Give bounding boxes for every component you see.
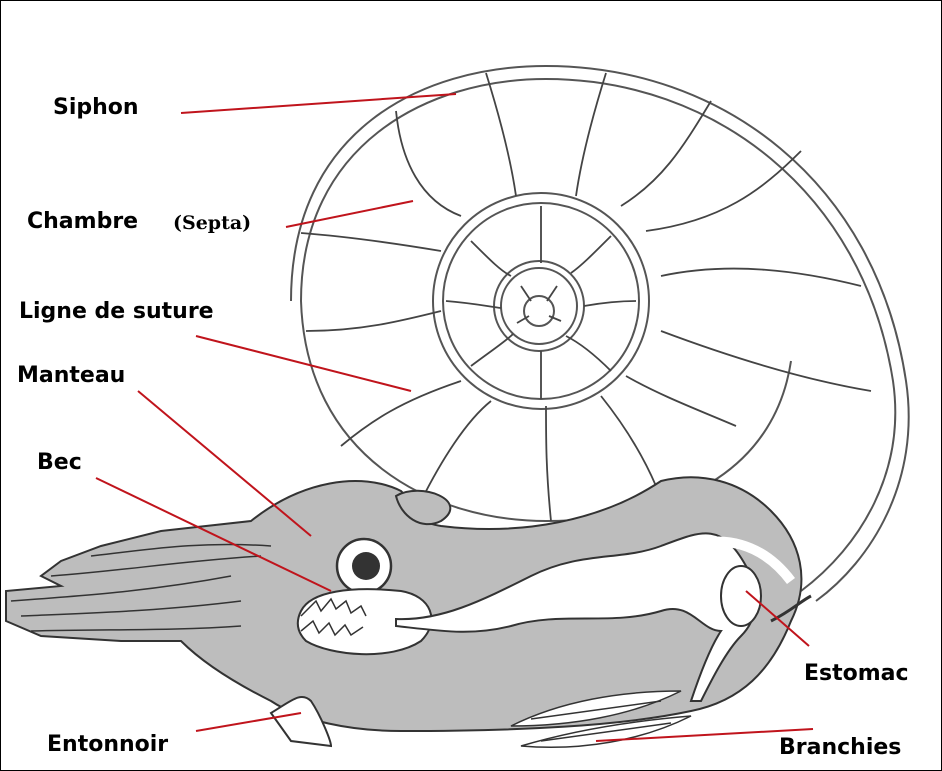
leader-manteau — [138, 391, 311, 536]
label-entonnoir: Entonnoir — [47, 732, 168, 757]
whorl-core — [524, 296, 554, 326]
label-siphon: Siphon — [53, 95, 139, 120]
label-branchies: Branchies — [779, 735, 901, 760]
label-suture: Ligne de suture — [19, 299, 214, 324]
leader-siphon — [181, 94, 456, 113]
label-estomac: Estomac — [804, 661, 909, 686]
animal-body — [6, 477, 811, 747]
label-septa: (Septa) — [173, 212, 251, 234]
label-bec: Bec — [37, 450, 82, 475]
pupil — [352, 552, 380, 580]
leader-suture — [196, 336, 411, 391]
septa-lines — [301, 73, 871, 521]
label-chambre: Chambre — [27, 209, 138, 234]
stomach — [721, 566, 761, 626]
whorl-small-inner — [501, 268, 577, 344]
label-manteau: Manteau — [17, 363, 125, 388]
